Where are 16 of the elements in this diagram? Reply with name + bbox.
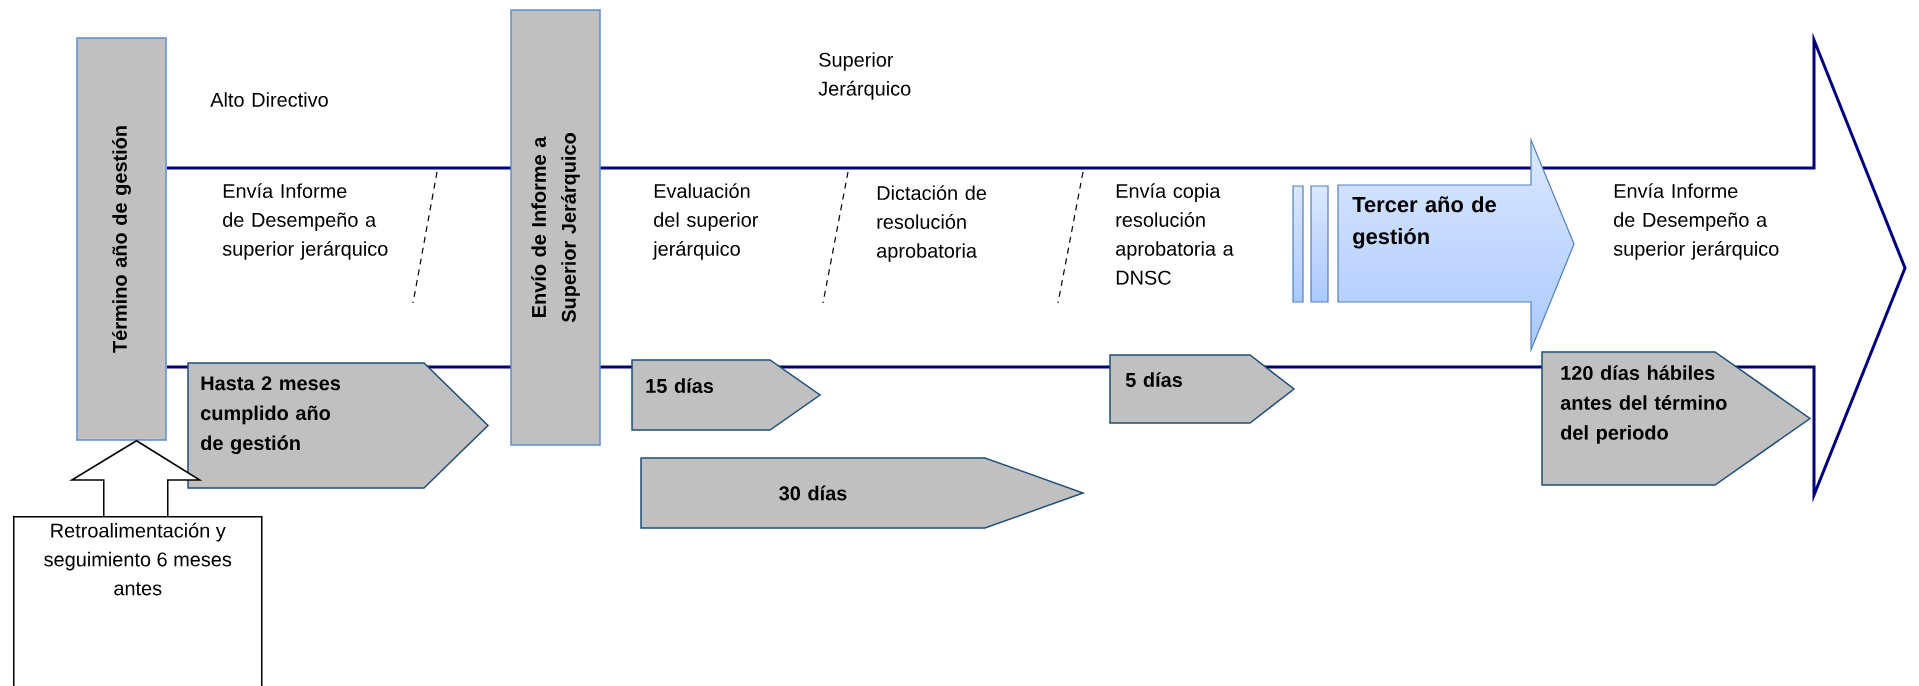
text-label: Evaluación del superior jerárquico bbox=[652, 183, 759, 260]
block-arrow-connector bbox=[69, 439, 203, 517]
text-label: Dictación de resolución aprobatoria bbox=[877, 185, 987, 262]
arrow-box: 120 días hábiles antes del término del periodo bbox=[1541, 351, 1812, 486]
vertical-box: Término año de gestión bbox=[76, 37, 167, 441]
text-label: Envía Informe de Desempeño a superior jerárquico bbox=[1613, 183, 1779, 260]
arrow-box: Hasta 2 meses cumplido año de gestión bbox=[187, 362, 490, 489]
arrow-box: 5 días bbox=[1109, 354, 1296, 424]
text-label: Superior Jerárquico bbox=[818, 52, 911, 100]
arrow-box: 15 días bbox=[631, 359, 822, 431]
vertical-box: Envío de Informe a Superior Jerárquico bbox=[510, 9, 601, 446]
text-label: Envía copia resolución aprobatoria a DNSC bbox=[1116, 183, 1234, 285]
text-box: Retroalimentación y seguimiento 6 meses antes bbox=[13, 516, 263, 686]
arrow-box: 30 días bbox=[640, 457, 1086, 529]
text-label: Envía Informe de Desempeño a superior jerárquico bbox=[222, 183, 388, 260]
text-label: Alto Directivo bbox=[210, 92, 328, 107]
